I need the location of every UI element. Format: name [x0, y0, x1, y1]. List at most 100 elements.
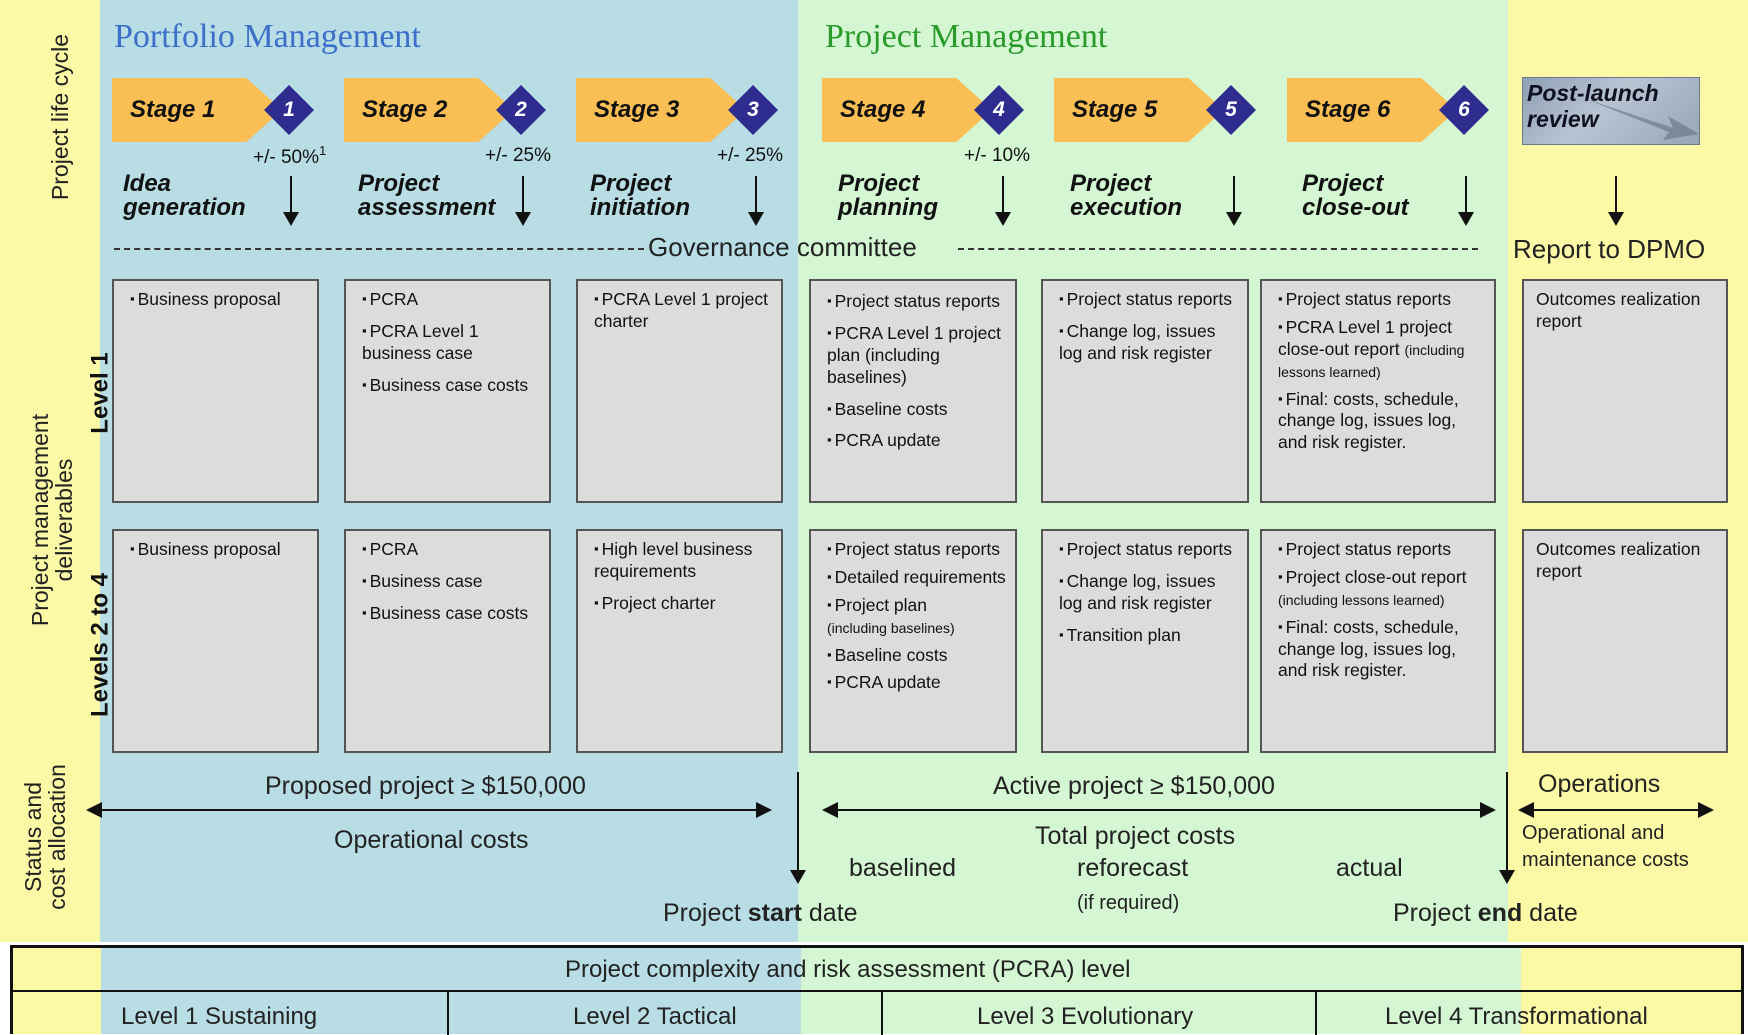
phase-4-line1: Project — [838, 170, 920, 197]
levels24-box-stage3: High level business requirements Project… — [576, 529, 783, 753]
down-arrow-icon — [995, 176, 1011, 226]
phase-6-line1: Project — [1302, 170, 1384, 197]
list-item: Business proposal — [130, 289, 309, 311]
levels24-box-stage1: Business proposal — [112, 529, 319, 753]
om-costs-label: Operational and maintenance costs — [1522, 820, 1689, 874]
stage-3-chevron — [576, 78, 746, 142]
lessons-learned-note: (including lessons learned) — [1278, 341, 1465, 380]
arrow-graphic-icon — [1583, 98, 1699, 140]
deliverables-label: Project management deliverables — [26, 413, 77, 627]
levels-2-to-4-label: Levels 2 to 4 — [86, 572, 114, 718]
pcra-header-divider — [13, 990, 1741, 992]
level1-box-stage5: Project status reports Change log, issue… — [1041, 279, 1249, 503]
stage-5: Stage 5 5 — [1054, 78, 1256, 142]
stage-1-pct: +/- 50%1 — [253, 143, 326, 169]
phase-4-line2: planning — [838, 194, 938, 222]
total-project-costs-arrow — [822, 802, 1496, 818]
list-item: PCRA Level 1 business case — [362, 321, 541, 365]
reforecast-label: reforecast — [1077, 854, 1189, 882]
proposed-project-label: Proposed project ≥ $150,000 — [265, 772, 586, 800]
governance-committee-label: Governance committee — [648, 232, 917, 262]
list-item: Outcomes realization report — [1536, 289, 1701, 331]
stage-6-chevron — [1287, 78, 1457, 142]
project-start-date-label: Project start date — [663, 899, 858, 928]
level1-box-stage4: Project status reports PCRA Level 1 proj… — [809, 279, 1017, 503]
stage-2-chevron — [344, 78, 514, 142]
stage-3-pct: +/- 25% — [717, 145, 784, 166]
project-end-date-label: Project end date — [1393, 899, 1578, 928]
operational-costs-label: Operational costs — [334, 826, 529, 854]
down-arrow-icon — [1226, 176, 1242, 226]
pcra-level-2: Level 2 Tactical — [573, 1003, 737, 1030]
stage-2-label: Stage 2 — [362, 96, 448, 123]
stage-6-label: Stage 6 — [1305, 96, 1391, 123]
stage-1-label: Stage 1 — [130, 96, 216, 123]
stage-1-pct-value: +/- 50% — [253, 147, 320, 168]
project-plan-text: Project plan — [834, 594, 928, 615]
if-required-label: (if required) — [1077, 892, 1180, 914]
stage-2: Stage 2 2 — [344, 78, 546, 142]
pcra-col-divider — [881, 991, 883, 1035]
phase-3-line2: initiation — [590, 194, 690, 222]
list-item: Transition plan — [1059, 625, 1239, 647]
down-arrow-icon — [1458, 176, 1474, 226]
down-arrow-icon — [283, 176, 299, 226]
list-item: Project charter — [594, 593, 773, 615]
left-label-band — [0, 0, 100, 942]
pcra-col-divider — [447, 991, 449, 1035]
list-item: Outcomes realization report — [1536, 539, 1701, 581]
stage-6-number: 6 — [1458, 98, 1470, 121]
stage-4-chevron — [822, 78, 992, 142]
lessons-learned-note: (including lessons learned) — [1278, 591, 1445, 608]
levels24-box-post-launch: Outcomes realization report — [1522, 529, 1728, 753]
list-item: PCRA update — [827, 672, 1007, 694]
start-bold: start — [747, 899, 802, 927]
stage-1-number: 1 — [283, 98, 295, 121]
portfolio-management-title: Portfolio Management — [114, 18, 421, 55]
closeout-report-text: PCRA Level 1 project close-out report — [1278, 316, 1452, 359]
list-item: Project close-out report (including less… — [1278, 567, 1486, 611]
project-end-arrow-icon — [1499, 772, 1515, 884]
list-item: PCRA Level 1 project plan (including bas… — [827, 323, 1007, 389]
list-item: Business case costs — [362, 375, 541, 397]
phase-1-line2: generation — [123, 194, 246, 222]
level1-box-stage1: Business proposal — [112, 279, 319, 503]
list-item: PCRA Level 1 project close-out report (i… — [1278, 317, 1486, 383]
end-bold: end — [1477, 899, 1523, 927]
list-item: PCRA Level 1 project charter — [594, 289, 773, 333]
closeout-report-text: Project close-out report — [1285, 566, 1467, 587]
stage-3: Stage 3 3 — [576, 78, 778, 142]
levels24-box-stage4: Project status reports Detailed requirem… — [809, 529, 1017, 753]
project-management-title: Project Management — [825, 18, 1108, 55]
pcra-level-1: Level 1 Sustaining — [121, 1003, 318, 1030]
stage-5-chevron — [1054, 78, 1224, 142]
total-project-costs-label: Total project costs — [1035, 822, 1236, 850]
list-item: Change log, issues log and risk register — [1059, 321, 1239, 365]
list-item: Detailed requirements — [827, 567, 1007, 589]
list-item: Final: costs, schedule, change log, issu… — [1278, 617, 1486, 683]
deliverables-label-line2: deliverables — [51, 458, 77, 582]
list-item: PCRA update — [827, 430, 1007, 452]
baselined-label: baselined — [849, 854, 957, 882]
phase-6-line2: close-out — [1302, 194, 1409, 222]
footnote-marker: 1 — [319, 143, 327, 158]
down-arrow-icon — [748, 176, 764, 226]
list-item: Project plan(including baselines) — [827, 595, 1007, 639]
operations-label: Operations — [1538, 770, 1661, 798]
phase-2-line1: Project — [358, 170, 440, 197]
level-1-label: Level 1 — [86, 352, 114, 434]
list-item: PCRA — [362, 289, 541, 311]
status-label-line1: Status and — [19, 782, 46, 892]
active-project-label: Active project ≥ $150,000 — [993, 772, 1275, 800]
phase-2-line2: assessment — [358, 194, 496, 222]
project-start-arrow-icon — [790, 772, 806, 884]
phase-3-line1: Project — [590, 170, 672, 197]
level1-box-post-launch: Outcomes realization report — [1522, 279, 1728, 503]
deliverables-label-line1: Project management — [26, 413, 53, 627]
governance-dashed-line-right — [958, 248, 1478, 250]
level1-box-stage2: PCRA PCRA Level 1 business case Business… — [344, 279, 551, 503]
list-item: Project status reports — [1278, 539, 1486, 561]
